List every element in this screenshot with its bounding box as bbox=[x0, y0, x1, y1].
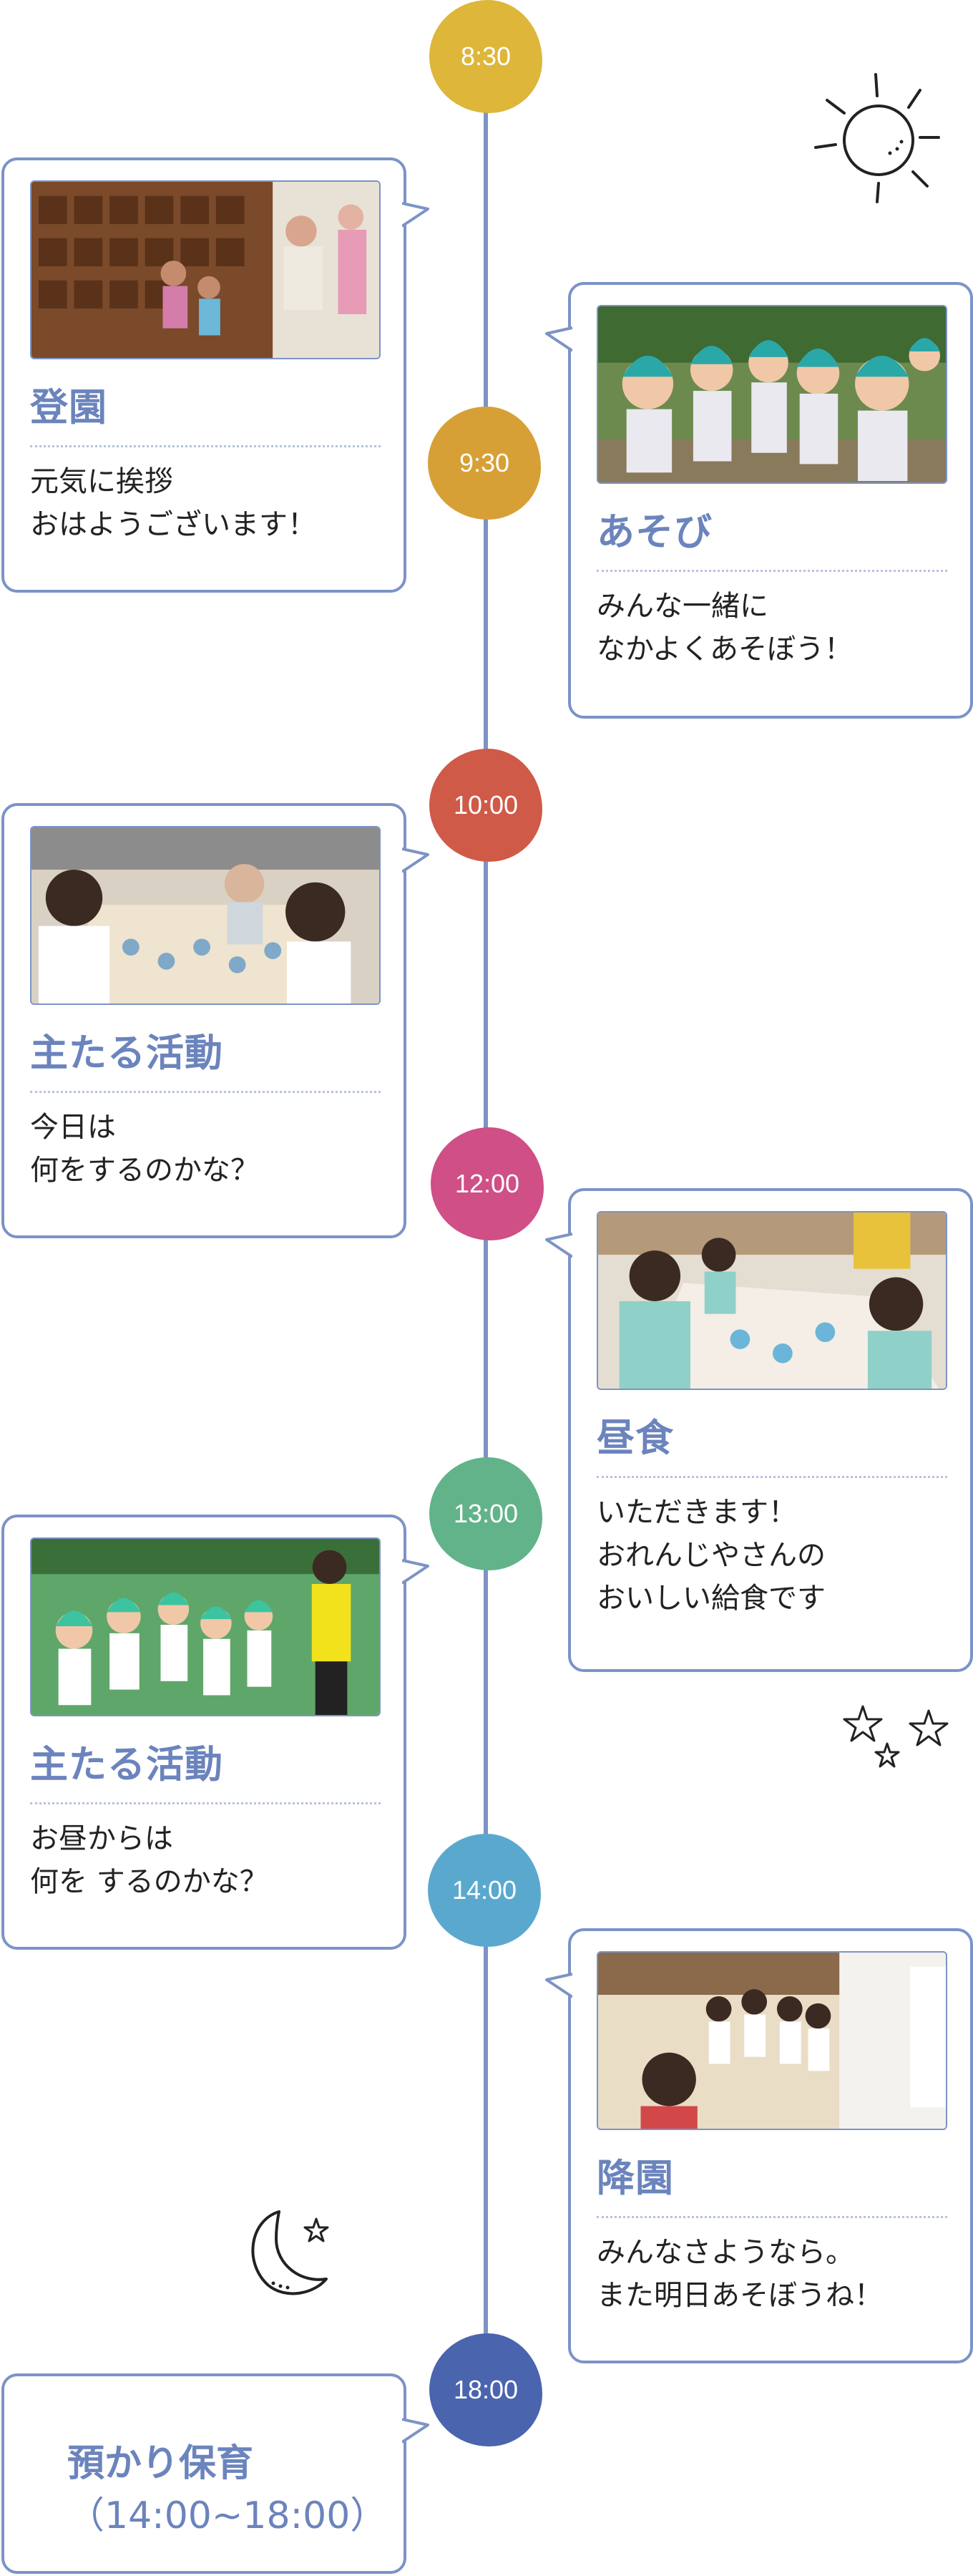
card-description: いただきます！ おれんじやさんの おいしい給食です bbox=[597, 1495, 826, 1615]
card-divider bbox=[30, 1802, 381, 1804]
extended-care-title: 預かり保育 bbox=[67, 2442, 254, 2485]
photo-lunch bbox=[597, 1211, 947, 1390]
time-dot-1300: 13:00 bbox=[429, 1457, 542, 1570]
card-divider bbox=[597, 2215, 947, 2218]
time-label: 9:30 bbox=[459, 448, 510, 477]
schedule-card-play: あそび みんな一緒に なかよくあそぼう！ bbox=[545, 282, 973, 719]
speech-tail bbox=[402, 847, 429, 873]
card-description: 今日は 何をするのかな？ bbox=[30, 1110, 259, 1187]
photo-departure bbox=[597, 1951, 947, 2130]
speech-tail bbox=[545, 326, 572, 352]
card-description: みんなさようなら。 また明日あそぼうね！ bbox=[597, 2235, 883, 2312]
time-label: 14:00 bbox=[451, 1875, 517, 1905]
moon-icon bbox=[251, 2210, 329, 2295]
schedule-card-main-activity-morning: 主たる活動 今日は 何をするのかな？ bbox=[1, 803, 429, 1238]
card-description: みんな一緒に なかよくあそぼう！ bbox=[597, 589, 853, 666]
time-label: 18:00 bbox=[453, 2375, 519, 2404]
card-title: 主たる活動 bbox=[30, 1743, 223, 1787]
photo-arrival bbox=[30, 180, 381, 359]
extended-care-hours: （14:00~18:00） bbox=[67, 2494, 388, 2537]
stars-icon bbox=[843, 1705, 949, 1768]
card-divider bbox=[30, 1090, 381, 1093]
speech-tail bbox=[402, 202, 429, 228]
card-title: あそび bbox=[597, 510, 713, 554]
speech-tail bbox=[545, 1973, 572, 1998]
time-dot-1800: 18:00 bbox=[429, 2333, 542, 2446]
sun-icon bbox=[814, 73, 940, 203]
card-divider bbox=[597, 569, 947, 572]
time-label: 12:00 bbox=[454, 1169, 520, 1198]
schedule-card-arrival: 登園 元気に挨拶 おはようございます！ bbox=[1, 157, 429, 593]
card-title: 昼食 bbox=[597, 1416, 674, 1460]
card-title: 主たる活動 bbox=[30, 1031, 223, 1075]
speech-tail bbox=[545, 1233, 572, 1258]
photo-main-activity-afternoon bbox=[30, 1537, 381, 1716]
time-dot-1000: 10:00 bbox=[429, 749, 542, 862]
card-title: 登園 bbox=[30, 386, 107, 429]
time-dot-1400: 14:00 bbox=[428, 1834, 541, 1947]
photo-play bbox=[597, 305, 947, 484]
speech-tail bbox=[402, 2418, 429, 2444]
time-label: 8:30 bbox=[460, 42, 512, 71]
schedule-card-departure: 降園 みんなさようなら。 また明日あそぼうね！ bbox=[545, 1928, 973, 2363]
schedule-card-main-activity-afternoon: 主たる活動 お昼からは 何を するのかな？ bbox=[1, 1515, 429, 1950]
card-divider bbox=[30, 444, 381, 447]
time-label: 10:00 bbox=[453, 790, 519, 820]
time-dot-1200: 12:00 bbox=[431, 1127, 544, 1240]
card-description: 元気に挨拶 おはようございます！ bbox=[30, 465, 316, 541]
schedule-card-extended-care: 預かり保育 （14:00~18:00） bbox=[1, 2373, 429, 2574]
card-divider bbox=[597, 1475, 947, 1478]
photo-main-activity-morning bbox=[30, 826, 381, 1005]
speech-tail bbox=[402, 1559, 429, 1585]
card-title: 降園 bbox=[597, 2157, 674, 2200]
time-label: 13:00 bbox=[453, 1499, 519, 1528]
time-dot-0930: 9:30 bbox=[428, 407, 541, 520]
card-description: お昼からは 何を するのかな？ bbox=[30, 1822, 268, 1898]
time-dot-0830: 8:30 bbox=[429, 0, 542, 113]
schedule-card-lunch: 昼食 いただきます！ おれんじやさんの おいしい給食です bbox=[545, 1188, 973, 1672]
